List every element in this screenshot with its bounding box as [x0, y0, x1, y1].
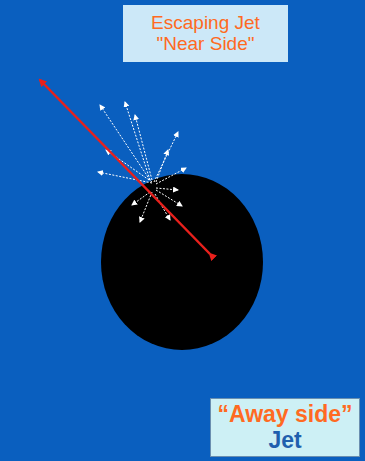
jet-arrow — [40, 80, 210, 254]
box-text: Jet — [268, 428, 301, 453]
box-text: “Away side” — [217, 402, 352, 427]
box-text: Escaping Jet — [151, 13, 260, 34]
label-box: “Away side”Jet — [210, 398, 360, 457]
fragment-arrows — [98, 102, 186, 222]
medium-blob — [101, 174, 263, 350]
label-box: Escaping Jet"Near Side" — [123, 5, 288, 62]
box-text: "Near Side" — [157, 34, 255, 55]
